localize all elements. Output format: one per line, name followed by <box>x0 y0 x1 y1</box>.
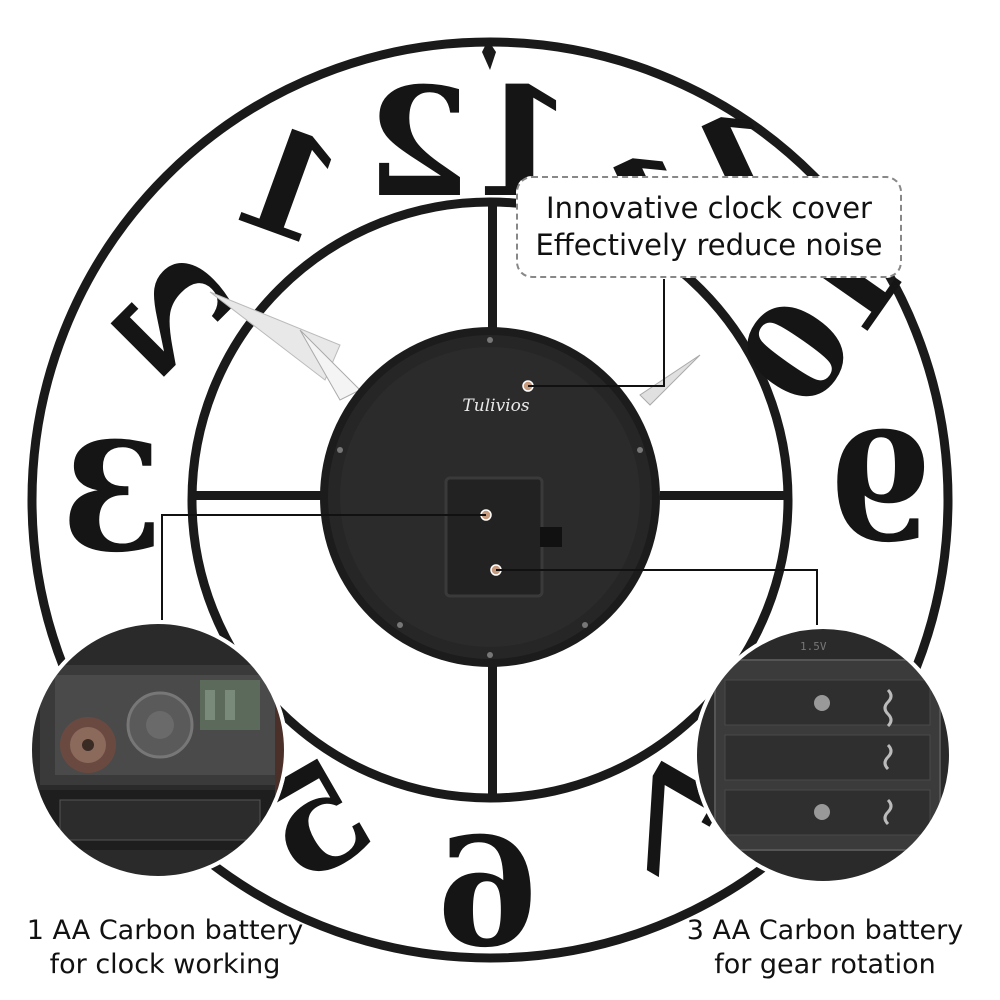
brand-label: Tulivios <box>462 396 529 416</box>
numeral-3: 3 <box>60 410 164 586</box>
battery-zoom: 1.5V <box>693 625 953 885</box>
gear-battery-caption: 3 AA Carbon battery for gear rotation <box>680 914 970 982</box>
clock-cover <box>320 327 660 667</box>
caption-right-line-2: for gear rotation <box>714 949 936 980</box>
clock-frame <box>27 37 953 963</box>
numeral-6: 6 <box>436 805 540 981</box>
movement-zoom <box>28 620 288 880</box>
movement-battery-caption: 1 AA Carbon battery for clock working <box>20 914 310 982</box>
caption-right-line-1: 3 AA Carbon battery <box>686 915 964 946</box>
callout-line-1: Innovative clock cover <box>546 191 872 225</box>
clock-hands <box>209 291 701 406</box>
numeral-9: 9 <box>828 400 932 576</box>
caption-left-line-2: for clock working <box>49 949 281 980</box>
noise-callout: Innovative clock cover Effectively reduc… <box>516 176 902 278</box>
caption-left-line-1: 1 AA Carbon battery <box>26 915 304 946</box>
leader-lines <box>161 279 818 625</box>
callout-line-2: Effectively reduce noise <box>535 228 883 262</box>
battery-voltage-label: 1.5V <box>800 640 827 653</box>
